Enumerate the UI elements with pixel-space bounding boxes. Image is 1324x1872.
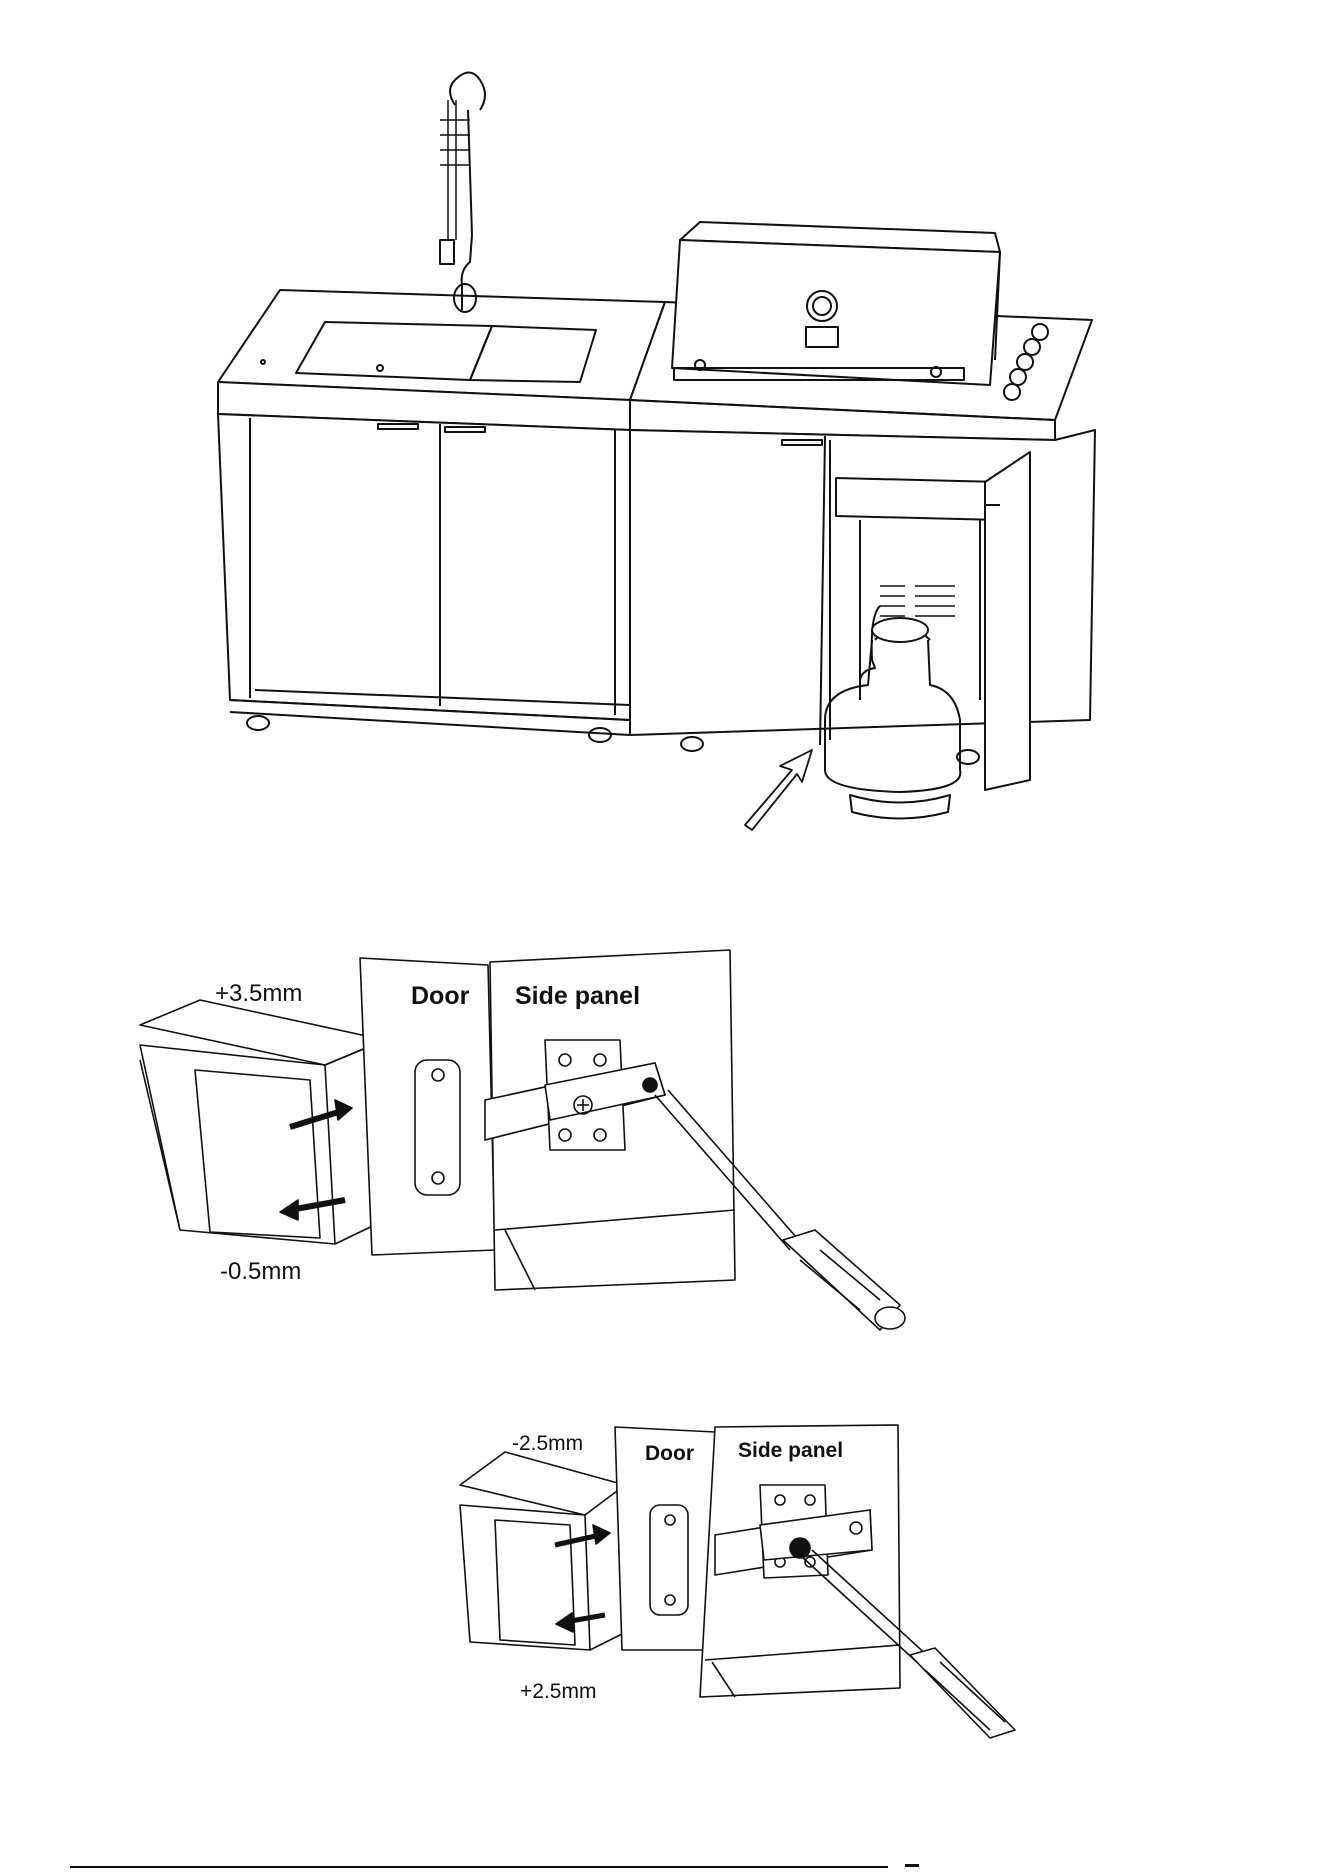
side-panel-label: Side panel xyxy=(515,982,640,1011)
door-label: Door xyxy=(645,1442,694,1466)
side-panel-label: Side panel xyxy=(738,1439,843,1463)
arrow-out xyxy=(290,1200,345,1210)
offset-label-bottom: -0.5mm xyxy=(220,1258,301,1286)
arrow-in xyxy=(555,1535,600,1545)
offset-label-top: +3.5mm xyxy=(215,980,302,1008)
offset-label-top: -2.5mm xyxy=(512,1432,583,1456)
arrow-in xyxy=(290,1110,345,1127)
sink-countertop xyxy=(218,290,665,400)
screwdriver xyxy=(800,1550,1015,1738)
open-door xyxy=(985,452,1030,790)
side-panel xyxy=(700,1425,900,1697)
offset-label-bottom: +2.5mm xyxy=(520,1680,596,1704)
arrow-out xyxy=(565,1615,605,1622)
door-label: Door xyxy=(411,982,469,1011)
outdoor-kitchen-illustration xyxy=(0,0,1324,860)
footer-mark xyxy=(905,1864,919,1867)
screwdriver xyxy=(655,1090,905,1330)
faucet xyxy=(440,73,485,313)
arrow xyxy=(745,750,812,830)
grill-hood xyxy=(672,222,1000,385)
footer-rule xyxy=(70,1866,888,1868)
